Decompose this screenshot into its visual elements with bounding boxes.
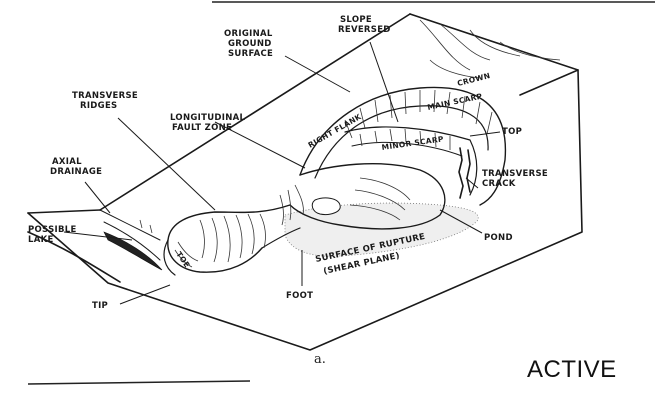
label-toe: TOE (174, 250, 191, 270)
label-possible-lake-1: POSSIBLE (28, 225, 77, 235)
label-axial-drainage-2: DRAINAGE (50, 167, 102, 177)
stage-label: ACTIVE (527, 356, 617, 384)
label-axial-drainage-1: AXIAL (52, 157, 82, 167)
label-transverse-ridges-1: TRANSVERSE (72, 91, 138, 101)
label-longitudinal-fault-zone-1: LONGITUDINAL (170, 113, 246, 123)
transverse-crack (459, 148, 470, 198)
label-slope-reversed-1: SLOPE (340, 15, 372, 25)
label-possible-lake-2: LAKE (28, 235, 54, 245)
minor-scarp (345, 127, 477, 195)
figure-caption: a. (314, 352, 326, 367)
bottom-border-line (28, 381, 250, 384)
label-transverse-crack-2: CRACK (482, 179, 516, 189)
label-original-ground-surface-1: ORIGINAL (224, 29, 273, 39)
label-minor-scarp: MINOR SCARP (381, 134, 444, 152)
label-tip: TIP (92, 301, 108, 311)
label-top: TOP (502, 127, 522, 137)
label-original-ground-surface-3: SURFACE (228, 49, 273, 59)
label-foot: FOOT (286, 291, 313, 301)
label-pond: POND (484, 233, 513, 243)
label-longitudinal-fault-zone-2: FAULT ZONE (172, 123, 232, 133)
leader-lines (64, 42, 500, 304)
label-original-ground-surface-2: GROUND (228, 39, 272, 49)
label-transverse-ridges-2: RIDGES (80, 101, 117, 111)
label-transverse-crack-1: TRANSVERSE (482, 169, 548, 179)
label-slope-reversed-2: REVERSED (338, 25, 391, 35)
upper-slope-texture (420, 20, 560, 78)
label-crown: CROWN (456, 71, 491, 88)
pond (312, 198, 340, 215)
